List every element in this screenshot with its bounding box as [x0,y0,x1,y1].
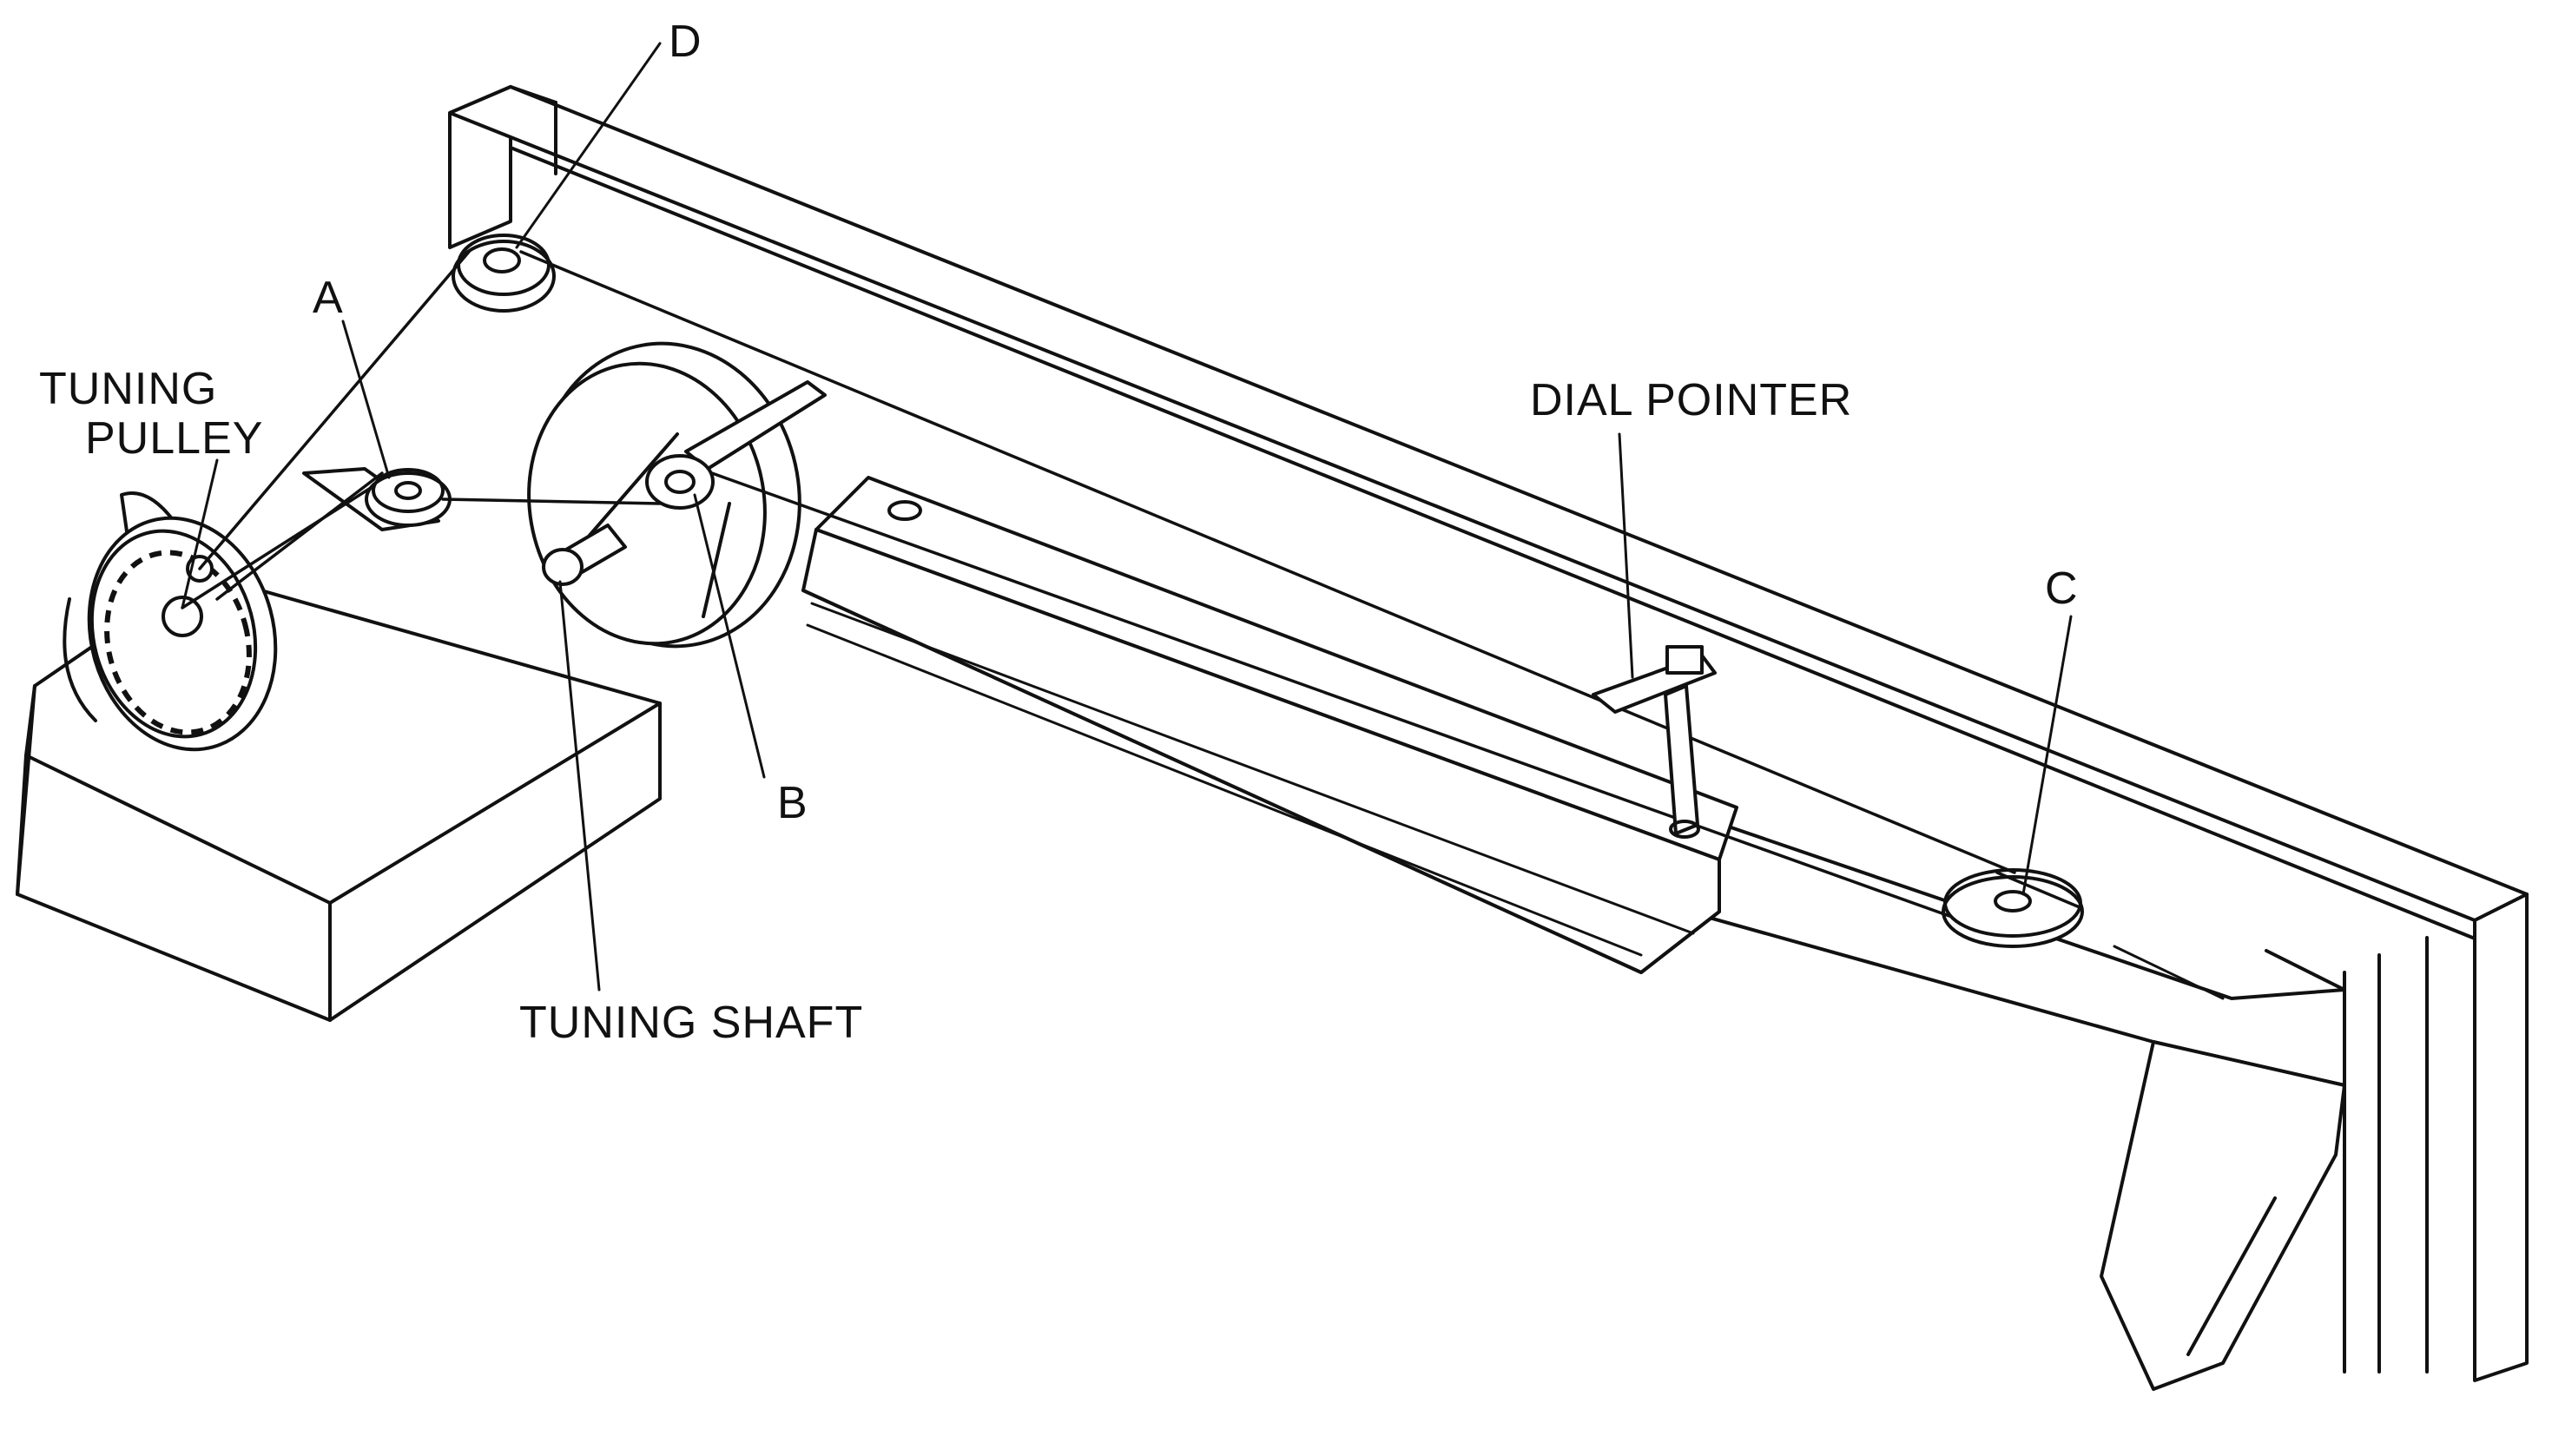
tuning-shaft [542,524,627,586]
label-tuning-shaft: TUNING SHAFT [519,998,863,1048]
dial-scale-bar [801,476,1738,974]
pulley-b [645,454,715,510]
label-b: B [777,778,808,828]
label-a: A [313,273,344,323]
idler-pulley-d [452,234,556,313]
leader-lines [181,42,2073,992]
label-tuning-pulley-line1: TUNING [39,364,217,414]
label-dial-pointer: DIAL POINTER [1530,375,1852,425]
chassis-frame [448,85,2529,1391]
label-c: C [2045,563,2079,614]
label-d: D [669,16,702,67]
dial-pointer [1592,645,1717,839]
tuning-pulley [63,491,278,752]
dial-cord [181,250,2081,918]
label-tuning-pulley-line2: PULLEY [85,413,263,464]
labels: D A TUNING PULLEY DIAL POINTER C B TUNIN… [39,16,2079,1048]
idler-pulley-a [365,468,452,527]
idler-pulley-c [1942,868,2084,948]
